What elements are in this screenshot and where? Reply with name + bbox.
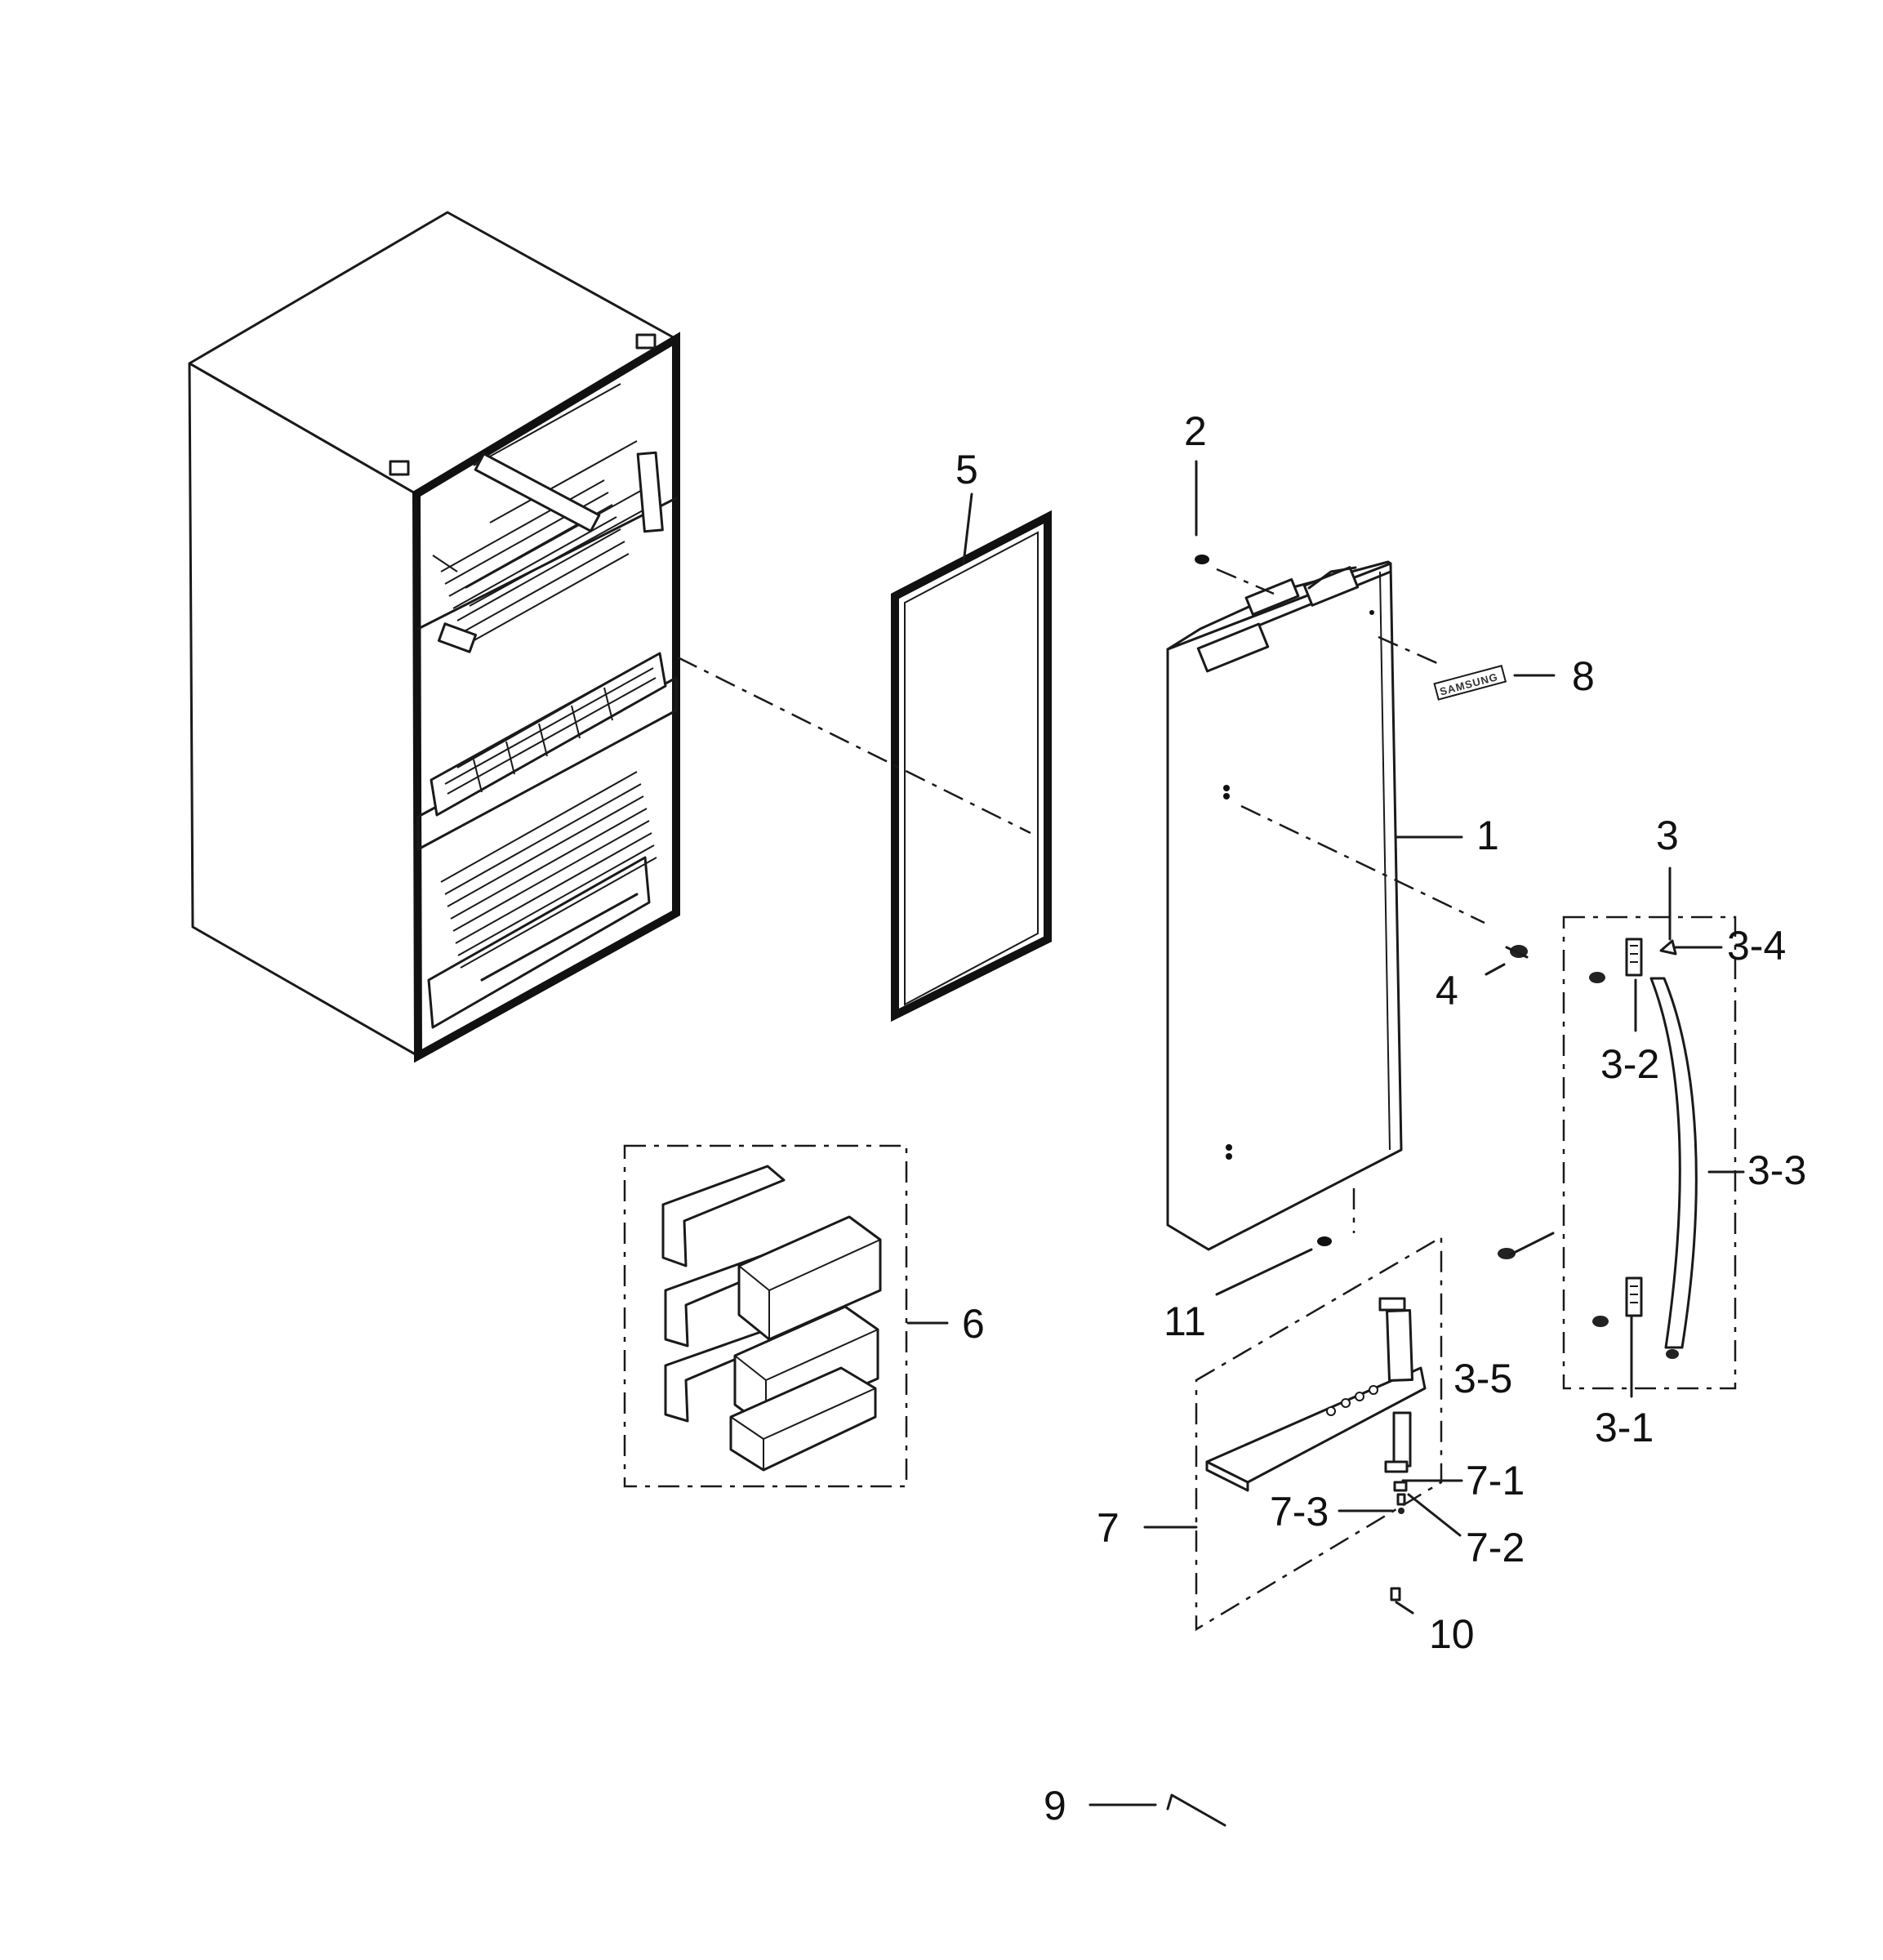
leader-door-hinge-cap: [1216, 568, 1275, 595]
callout-3: 3: [1656, 813, 1679, 858]
callout-6: 6: [962, 1301, 985, 1347]
callout-8: 8: [1572, 653, 1595, 699]
callout-3-4: 3-4: [1727, 923, 1786, 969]
callout-11: 11: [1164, 1298, 1206, 1344]
callout-2: 2: [1184, 408, 1207, 454]
callout-7: 7: [1097, 1505, 1120, 1551]
handle-screw-part: [1505, 945, 1529, 959]
callout-7-2: 7-2: [1466, 1525, 1525, 1570]
part-9-wire: [1166, 1793, 1226, 1827]
door-gasket: [891, 510, 1052, 1022]
hinge-cap-part: [1195, 555, 1209, 564]
callout-5: 5: [955, 447, 978, 492]
callout-3-5: 3-5: [1453, 1356, 1512, 1401]
door-bins-group: [623, 1144, 908, 1488]
lower-hinge-group: [1195, 1235, 1443, 1632]
callout-7-3: 7-3: [1270, 1489, 1329, 1535]
leader-lines: [962, 460, 1745, 1806]
callout-labels: 1 2 3 3-1 3-2 3-3 3-4 3-5 4 5 6 7 7-1 7-…: [955, 408, 1806, 1829]
handle-screw-lower: [1498, 1248, 1516, 1259]
callout-4: 4: [1436, 968, 1458, 1013]
refrigerator-door: [1166, 560, 1403, 1251]
refrigerator-cabinet: [188, 211, 680, 1063]
callout-3-3: 3-3: [1747, 1147, 1806, 1193]
callout-9: 9: [1044, 1783, 1066, 1829]
crisper-drawer-upper: [430, 652, 667, 817]
callout-1: 1: [1476, 813, 1499, 858]
hinge-bushing-part: [1317, 1236, 1332, 1246]
freezer-drawer: [427, 771, 657, 1029]
callout-3-1: 3-1: [1595, 1405, 1654, 1450]
leader-door-badge: [1378, 635, 1438, 665]
brand-badge-part: SAMSUNG: [1433, 665, 1507, 701]
leader-cabinet-gasket: [677, 656, 1031, 835]
leader-door-handle-screw: [1240, 804, 1485, 924]
callout-7-1: 7-1: [1466, 1458, 1525, 1503]
callout-3-2: 3-2: [1600, 1041, 1659, 1087]
handle-group: [1562, 915, 1737, 1390]
callout-10: 10: [1429, 1611, 1475, 1657]
